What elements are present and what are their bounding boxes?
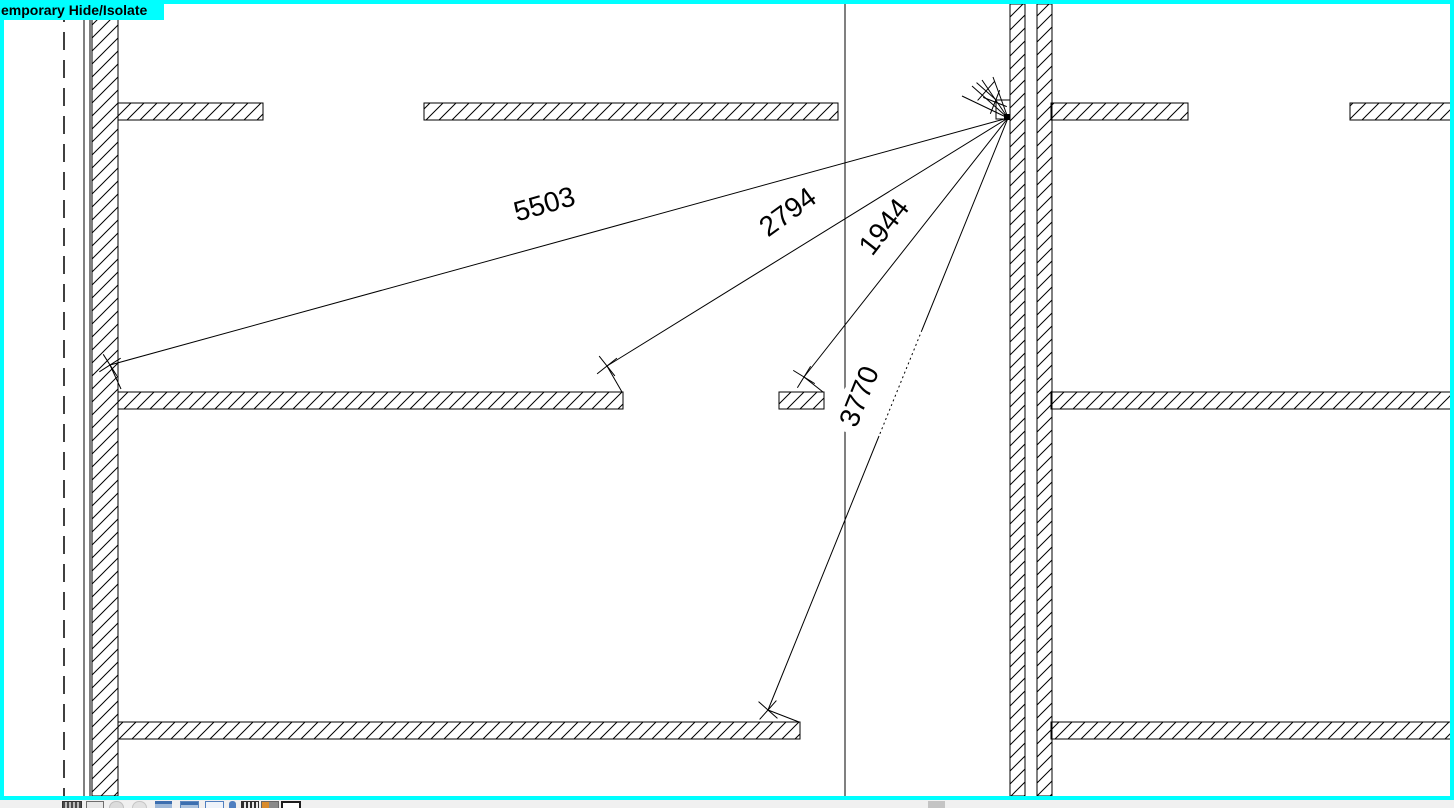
dimension-line-3770-upper[interactable] bbox=[921, 117, 1009, 331]
detail-level-icon[interactable] bbox=[86, 801, 104, 808]
witness-leader-3770 bbox=[767, 709, 800, 723]
wall-mid-right[interactable] bbox=[1050, 391, 1454, 410]
origin-tick-1 bbox=[971, 85, 1009, 119]
dimension-label-bg bbox=[829, 355, 885, 437]
dimension-label-5503-group[interactable]: 5503 bbox=[503, 178, 585, 229]
view-scale-icon[interactable] bbox=[62, 801, 82, 808]
isolate-border-bottom bbox=[0, 796, 1454, 800]
isolate-border-top bbox=[0, 0, 1454, 4]
origin-tick-3 bbox=[992, 76, 1009, 119]
wall-mid-left[interactable] bbox=[117, 391, 624, 410]
wall-top-middle[interactable] bbox=[423, 102, 839, 121]
witness-leader-5503 bbox=[109, 364, 122, 390]
wall-bottom-left[interactable] bbox=[117, 721, 801, 740]
dimension-line-5503[interactable] bbox=[109, 117, 1009, 366]
marker-dot-icon bbox=[229, 801, 236, 808]
witness-xmark-2794 bbox=[591, 350, 623, 382]
wall-left-vertical[interactable] bbox=[91, 3, 119, 797]
witness-leader-2794 bbox=[606, 365, 623, 393]
dimension-line-1944[interactable] bbox=[803, 117, 1009, 378]
horizontal-scrollbar-thumb[interactable] bbox=[928, 801, 945, 808]
origin-tick-4 bbox=[961, 95, 1009, 119]
dimension-label-bg bbox=[850, 189, 916, 263]
view-control-bar bbox=[0, 800, 1454, 808]
wall-top-left[interactable] bbox=[117, 102, 264, 121]
wall-right-vertical-a[interactable] bbox=[1009, 3, 1026, 797]
wall-right-vertical-b[interactable] bbox=[1036, 3, 1053, 797]
isolate-border-left bbox=[0, 0, 4, 796]
wall-bottom-right[interactable] bbox=[1050, 721, 1454, 740]
dimension-label-bg bbox=[503, 178, 585, 226]
dimension-line-3770-lower[interactable] bbox=[767, 435, 880, 711]
dimension-text[interactable]: 3770 bbox=[833, 362, 885, 431]
sun-path-icon[interactable] bbox=[132, 801, 147, 808]
reveal-hidden-elements-icon[interactable] bbox=[281, 801, 301, 808]
dimension-label-2794-group[interactable]: 2794 bbox=[747, 176, 827, 247]
wall-top-right-b[interactable] bbox=[1349, 102, 1454, 121]
isolate-border-right bbox=[1450, 0, 1454, 796]
witness-xmark-3770 bbox=[751, 693, 785, 727]
wall-top-right-a[interactable] bbox=[1050, 102, 1189, 121]
crop-view-icon[interactable] bbox=[180, 801, 199, 808]
temporary-hide-isolate-icon[interactable] bbox=[261, 801, 279, 808]
dimension-line-2794[interactable] bbox=[606, 117, 1009, 367]
visual-style-icon[interactable] bbox=[109, 801, 124, 808]
dimension-text[interactable]: 5503 bbox=[510, 180, 578, 227]
dimension-label-bg bbox=[747, 176, 826, 244]
witness-xmark-1944 bbox=[786, 359, 822, 395]
wall-mid-stub[interactable] bbox=[778, 391, 825, 410]
dimension-label-3770-group[interactable]: 3770 bbox=[829, 355, 888, 437]
shadows-icon[interactable] bbox=[155, 801, 172, 808]
dimension-line-3770-dotted[interactable] bbox=[878, 329, 923, 437]
hide-elements-icon[interactable] bbox=[241, 801, 259, 808]
dimension-label-1944-group[interactable]: 1944 bbox=[849, 189, 918, 265]
crop-region-visibility-icon[interactable] bbox=[205, 801, 224, 808]
temporary-hide-isolate-banner: emporary Hide/Isolate bbox=[0, 0, 164, 20]
